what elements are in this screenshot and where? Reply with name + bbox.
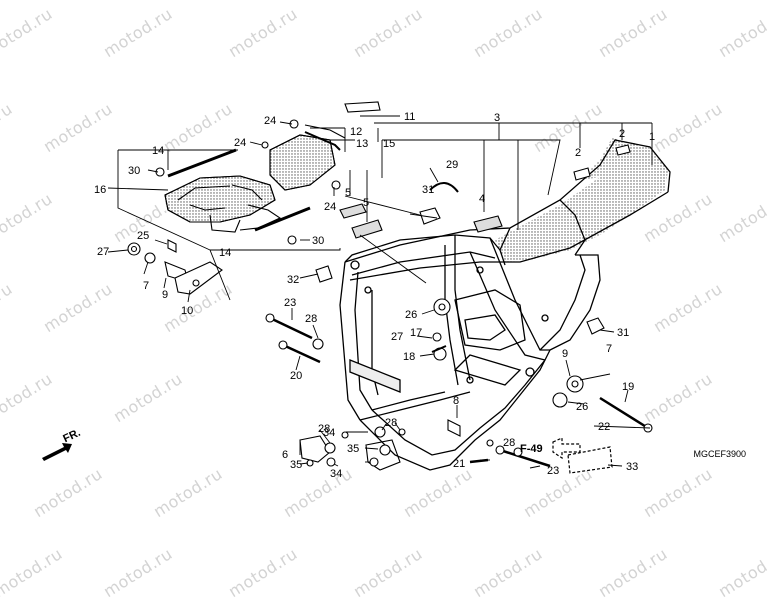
callout-9-b: 9 <box>562 348 568 360</box>
callout-6: 6 <box>282 449 288 461</box>
callout-9: 9 <box>162 289 168 301</box>
callout-24-b: 24 <box>234 137 246 149</box>
callout-11: 11 <box>404 111 415 123</box>
callout-7-b: 7 <box>606 343 612 355</box>
callout-32: 32 <box>287 274 299 286</box>
callout-16: 16 <box>94 184 106 196</box>
front-arrow-icon <box>42 443 72 461</box>
callouts: 1 2 2 3 4 5 5 6 7 7 8 9 9 10 11 12 13 14… <box>94 111 655 480</box>
callout-26: 26 <box>405 309 417 321</box>
callout-12: 12 <box>350 126 362 138</box>
callout-1: 1 <box>649 131 655 143</box>
reference-label: F-49 <box>520 443 543 455</box>
callout-30-b: 30 <box>312 235 324 247</box>
callout-14: 14 <box>152 145 164 157</box>
diagram-code: MGCEF3900 <box>693 449 746 459</box>
callout-24-c: 24 <box>324 201 336 213</box>
callout-28-c: 28 <box>385 417 397 429</box>
callout-10: 10 <box>181 305 193 317</box>
frame-diagram-svg: 1 2 2 3 4 5 5 6 7 7 8 9 9 10 11 12 13 14… <box>42 101 671 480</box>
callout-15: 15 <box>383 138 395 150</box>
callout-2: 2 <box>619 128 625 140</box>
callout-35: 35 <box>290 459 302 471</box>
callout-34: 34 <box>323 427 335 439</box>
callout-5-b: 5 <box>363 197 369 209</box>
callout-14-b: 14 <box>219 247 231 259</box>
callout-20: 20 <box>290 370 302 382</box>
callout-28-b: 28 <box>318 423 330 435</box>
main-frame <box>339 138 671 471</box>
callout-28-d: 28 <box>503 437 515 449</box>
callout-35-b: 35 <box>347 443 359 455</box>
callout-29: 29 <box>446 159 458 171</box>
leader-lines <box>107 115 653 469</box>
reference-arrow <box>552 437 613 474</box>
callout-18: 18 <box>403 351 415 363</box>
callout-7: 7 <box>143 280 149 292</box>
upper-bracket-assembly <box>164 101 381 233</box>
small-parts <box>127 119 653 471</box>
callout-25: 25 <box>137 230 149 242</box>
callout-19: 19 <box>622 381 634 393</box>
callout-3: 3 <box>494 112 500 124</box>
callout-5: 5 <box>345 187 351 199</box>
callout-33: 33 <box>626 461 638 473</box>
callout-17: 17 <box>410 327 422 339</box>
callout-27-b: 27 <box>391 331 403 343</box>
callout-21: 21 <box>453 458 465 470</box>
callout-30: 30 <box>128 165 140 177</box>
callout-22: 22 <box>598 421 610 433</box>
callout-34-b: 34 <box>330 468 342 480</box>
callout-26-b: 26 <box>576 401 588 413</box>
callout-27: 27 <box>97 246 109 258</box>
callout-23-b: 23 <box>547 465 559 477</box>
callout-13: 13 <box>356 138 368 150</box>
callout-31-b: 31 <box>617 327 629 339</box>
callout-28: 28 <box>305 313 317 325</box>
callout-4: 4 <box>479 193 485 205</box>
callout-23: 23 <box>284 297 296 309</box>
callout-8: 8 <box>453 395 459 407</box>
callout-2-b: 2 <box>575 147 581 159</box>
callout-31: 31 <box>422 184 434 196</box>
callout-24: 24 <box>264 115 276 127</box>
